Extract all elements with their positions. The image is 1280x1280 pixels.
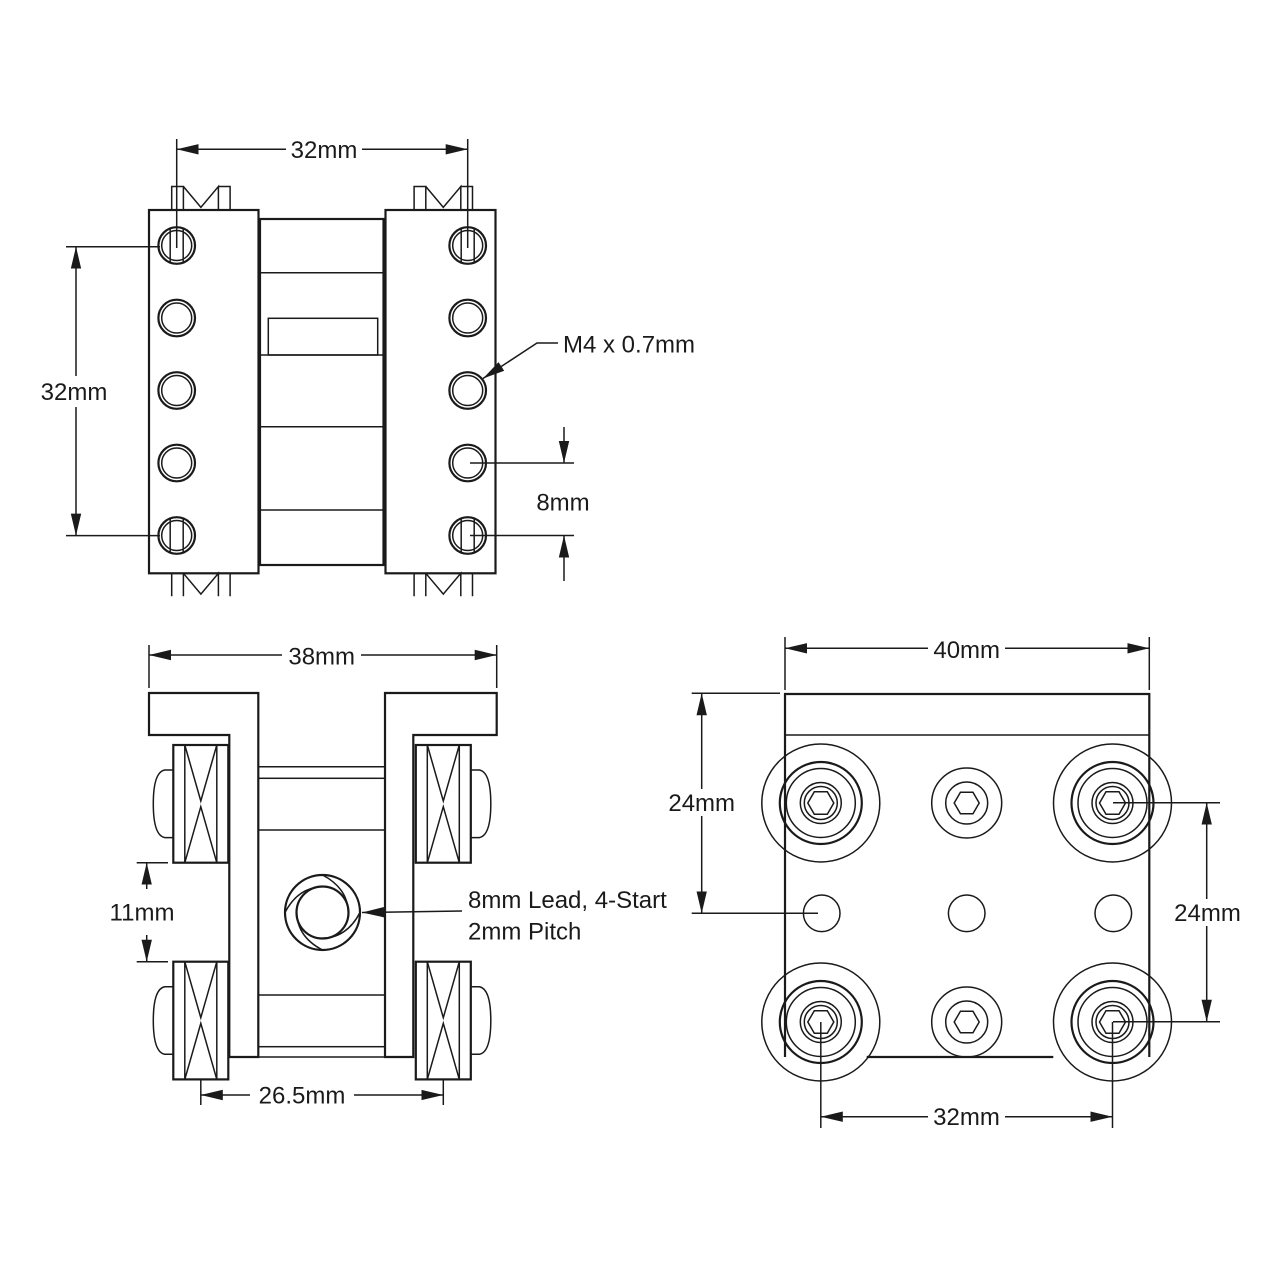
front-view: 32mm 32mm 8mm M4 x 0.7mm: [41, 137, 695, 598]
top-dim-width-label: 40mm: [933, 637, 1000, 664]
side-dim-wheel-gap: [136, 861, 168, 963]
top-plate-outline: [783, 692, 1151, 1057]
top-dim-height-left: [691, 692, 818, 915]
side-right-plate: [383, 691, 498, 1059]
side-dim-wheel-spacing-label: 26.5mm: [259, 1083, 346, 1110]
front-right-plate: [384, 208, 497, 575]
front-dim-height: [66, 245, 160, 537]
top-dim-hole-span-label: 32mm: [933, 1104, 1000, 1131]
front-dim-height-label: 32mm: [41, 379, 108, 406]
front-center-tab: [267, 317, 379, 356]
front-thread-callout-label: M4 x 0.7mm: [563, 332, 695, 359]
top-wheels: [760, 742, 1173, 1083]
side-left-plate: [147, 691, 260, 1059]
side-dim-width: [148, 645, 498, 688]
top-dim-width: [784, 637, 1151, 690]
front-left-plate: [147, 208, 260, 575]
side-dim-width-label: 38mm: [288, 644, 355, 671]
front-dim-hole-spacing: [470, 427, 574, 581]
top-view: 40mm 24mm 24mm 32mm: [668, 637, 1241, 1131]
side-lead-callout-line2: 2mm Pitch: [468, 919, 581, 946]
front-dim-width-label: 32mm: [291, 137, 358, 164]
front-dim-hole-spacing-label: 8mm: [536, 490, 589, 517]
top-middle-holes: [802, 894, 1133, 933]
side-lead-leader-line: [361, 906, 463, 918]
top-dim-height-right-label: 24mm: [1174, 900, 1241, 927]
side-dim-wheel-spacing: [200, 1080, 445, 1105]
side-center-body: [257, 765, 386, 1058]
front-center-body: [258, 217, 385, 567]
front-thread-leader-line: [482, 342, 558, 380]
front-dim-width: [175, 139, 469, 248]
side-view: 38mm 11mm 26.5mm 8mm Lead, 4-Start 2mm P…: [110, 644, 668, 1110]
thread-start-arcs: [284, 874, 361, 951]
front-wheel-edges: [170, 185, 474, 598]
top-dim-hole-span: [820, 1022, 1114, 1128]
side-dim-wheel-gap-label: 11mm: [110, 900, 175, 927]
side-lead-callout-line1: 8mm Lead, 4-Start: [468, 887, 667, 914]
top-dim-height-right: [1113, 801, 1220, 1023]
front-center-body-lines: [260, 271, 384, 511]
front-holes: [157, 226, 488, 555]
top-dim-height-left-label: 24mm: [668, 790, 735, 817]
side-leadscrew-nut: [283, 873, 362, 952]
top-center-screws: [930, 767, 1003, 1058]
side-wheels: [152, 743, 492, 1081]
